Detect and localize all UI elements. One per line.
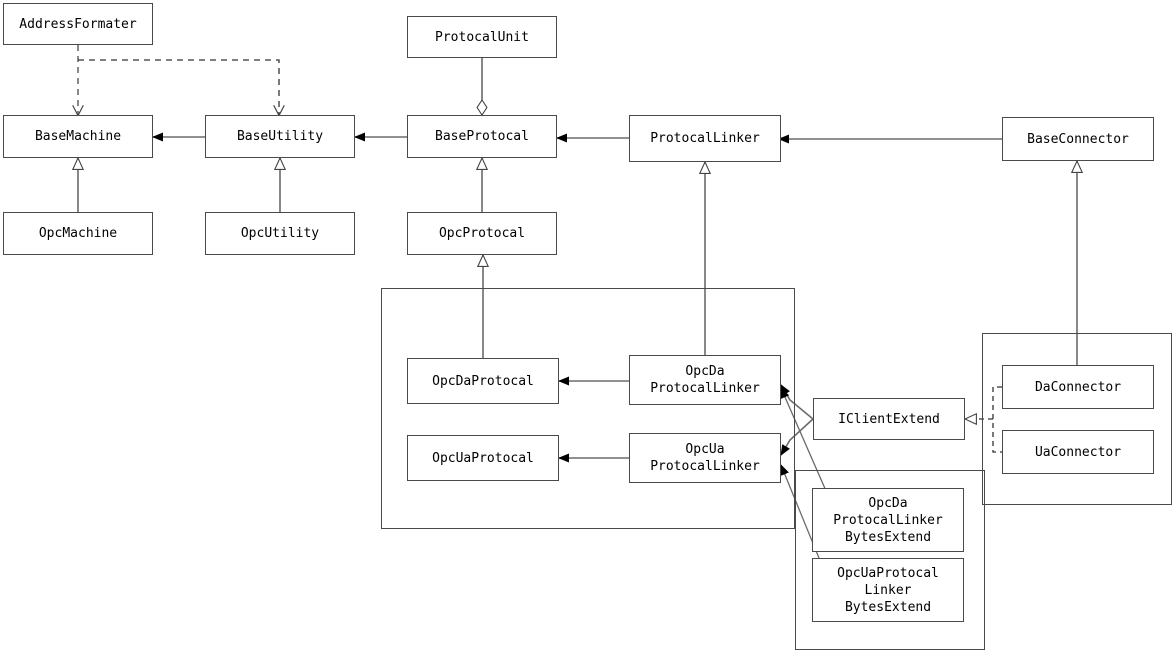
class-box-opc-ua-protocal-linker-bytes-extend[interactable]: OpcUaProtocal Linker BytesExtend xyxy=(812,558,964,622)
class-box-opc-da-protocal[interactable]: OpcDaProtocal xyxy=(407,358,559,404)
class-label-opc-da-protocal: OpcDaProtocal xyxy=(432,373,534,389)
class-label-base-protocal: BaseProtocal xyxy=(435,129,529,144)
class-label-opc-ua-protocal-linker-bytes-extend: OpcUaProtocal Linker BytesExtend xyxy=(837,565,939,615)
class-box-base-utility[interactable]: BaseUtility xyxy=(205,115,355,158)
class-label-opc-da-protocal-linker: OpcDa ProtocalLinker xyxy=(650,364,760,396)
class-label-address-formater: AddressFormater xyxy=(19,16,137,32)
class-label-opc-ua-protocal-linker: OpcUa ProtocalLinker xyxy=(650,442,760,474)
class-box-ua-connector[interactable]: UaConnector xyxy=(1002,430,1154,474)
class-box-da-connector[interactable]: DaConnector xyxy=(1002,365,1154,409)
class-label-opc-ua-protocal: OpcUaProtocal xyxy=(432,450,534,466)
class-label-protocal-linker: ProtocalLinker xyxy=(650,131,760,146)
class-label-da-connector: DaConnector xyxy=(1034,379,1122,395)
extend-group-frame xyxy=(795,470,985,650)
class-label-opc-machine: OpcMachine xyxy=(38,226,118,241)
class-label-ua-connector: UaConnector xyxy=(1034,444,1122,460)
class-label-opc-da-protocal-linker-bytes-extend: OpcDa ProtocalLinker BytesExtend xyxy=(833,495,943,545)
class-label-opc-protocal: OpcProtocal xyxy=(438,226,526,241)
class-label-base-utility: BaseUtility xyxy=(236,129,324,144)
class-box-opc-ua-protocal[interactable]: OpcUaProtocal xyxy=(407,435,559,481)
class-box-opc-machine[interactable]: OpcMachine xyxy=(3,212,153,255)
class-box-opc-da-protocal-linker[interactable]: OpcDa ProtocalLinker xyxy=(629,355,781,405)
class-box-opc-ua-protocal-linker[interactable]: OpcUa ProtocalLinker xyxy=(629,433,781,483)
class-box-base-protocal[interactable]: BaseProtocal xyxy=(407,115,557,158)
class-box-opc-utility[interactable]: OpcUtility xyxy=(205,212,355,255)
protocal-group-frame xyxy=(381,288,795,529)
connector-group-frame xyxy=(982,333,1172,505)
class-label-opc-utility: OpcUtility xyxy=(240,226,320,241)
class-box-base-connector[interactable]: BaseConnector xyxy=(1002,117,1154,161)
class-box-address-formater[interactable]: AddressFormater xyxy=(3,3,153,45)
class-box-base-machine[interactable]: BaseMachine xyxy=(3,115,153,158)
class-label-base-machine: BaseMachine xyxy=(34,129,122,144)
class-box-opc-protocal[interactable]: OpcProtocal xyxy=(407,212,557,255)
class-box-protocal-unit[interactable]: ProtocalUnit xyxy=(407,16,557,58)
class-label-iclient-extend: IClientExtend xyxy=(838,411,940,427)
class-box-opc-da-protocal-linker-bytes-extend[interactable]: OpcDa ProtocalLinker BytesExtend xyxy=(812,488,964,552)
class-label-protocal-unit: ProtocalUnit xyxy=(435,29,529,45)
class-box-iclient-extend[interactable]: IClientExtend xyxy=(813,398,965,440)
class-label-base-connector: BaseConnector xyxy=(1027,131,1129,147)
class-box-protocal-linker[interactable]: ProtocalLinker xyxy=(629,115,781,162)
